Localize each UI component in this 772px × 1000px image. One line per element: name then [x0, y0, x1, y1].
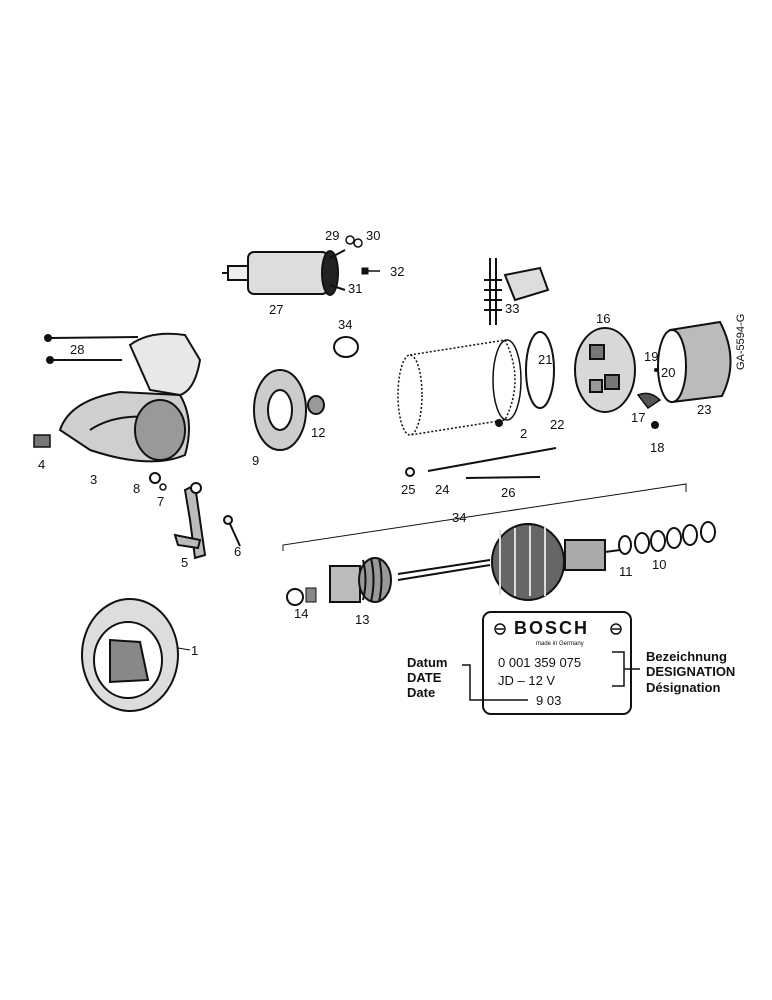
pivot-bolt — [223, 515, 241, 547]
rivet-icon — [610, 623, 622, 635]
washer-8 — [149, 472, 161, 484]
rivet-icon — [494, 623, 506, 635]
date-label-en: DATE — [407, 670, 442, 685]
end-cover — [657, 320, 732, 404]
designation-label-fr: Désignation — [646, 680, 720, 695]
label-5: 5 — [181, 555, 188, 570]
label-31: 31 — [348, 281, 362, 296]
date-label-fr: Date — [407, 685, 435, 700]
yoke-housing — [397, 339, 522, 436]
label-28: 28 — [70, 342, 84, 357]
label-27: 27 — [269, 302, 283, 317]
plate-brand: BOSCH — [514, 618, 589, 638]
label-17: 17 — [631, 410, 645, 425]
armature — [397, 523, 621, 601]
engaging-lever — [173, 482, 207, 560]
brush-springs — [484, 258, 550, 325]
label-12: 12 — [311, 425, 325, 440]
label-22: 22 — [550, 417, 564, 432]
brush-lead — [636, 392, 662, 410]
label-34-seal: 34 — [338, 317, 352, 332]
label-21: 21 — [538, 352, 552, 367]
rubber-seal — [333, 336, 359, 358]
washer-7 — [159, 483, 167, 491]
plate-date-code: 9 03 — [536, 693, 561, 708]
label-3: 3 — [90, 472, 97, 487]
insulating-plate — [525, 331, 555, 409]
designation-bracket — [612, 651, 640, 687]
pinion-drive — [329, 557, 392, 603]
label-24: 24 — [435, 482, 449, 497]
label-34-shims: 34 — [452, 510, 466, 525]
label-7: 7 — [157, 494, 164, 509]
label-25: 25 — [401, 482, 415, 497]
date-label-de: Datum — [407, 655, 447, 670]
label-10: 10 — [652, 557, 666, 572]
drive-end-housing — [58, 332, 202, 463]
date-labels: Datum DATE Date — [407, 655, 447, 700]
label-16: 16 — [596, 311, 610, 326]
designation-label-de: Bezeichnung — [646, 649, 727, 664]
label-1: 1 — [191, 643, 198, 658]
bearing-bushing — [307, 395, 325, 415]
through-bolts — [44, 334, 139, 364]
label-8: 8 — [133, 481, 140, 496]
shim-bracket — [282, 483, 687, 551]
shim-washers — [618, 521, 716, 555]
label-18: 18 — [650, 440, 664, 455]
designation-label-en: DESIGNATION — [646, 664, 735, 679]
label-13: 13 — [355, 612, 369, 627]
plate-part-number: 0 001 359 075 — [498, 655, 581, 670]
tie-rods — [405, 447, 557, 479]
assembled-starter-view — [81, 598, 191, 712]
washer-19 — [654, 368, 658, 372]
label-30: 30 — [366, 228, 380, 243]
plate-type-code: JD – 12 V — [498, 673, 555, 688]
intermediate-bearing — [253, 369, 307, 451]
label-11: 11 — [619, 564, 633, 579]
terminal-nut — [361, 267, 380, 275]
field-screw — [495, 419, 503, 427]
solenoid-switch — [222, 249, 346, 296]
label-2: 2 — [520, 426, 527, 441]
stop-ring — [305, 587, 317, 603]
designation-labels: Bezeichnung DESIGNATION Désignation — [646, 649, 735, 695]
label-33: 33 — [505, 301, 519, 316]
label-29: 29 — [325, 228, 339, 243]
label-23: 23 — [697, 402, 711, 417]
date-connector — [462, 664, 528, 701]
label-32: 32 — [390, 264, 404, 279]
plate-made-in: made in Germany — [536, 641, 584, 647]
label-4: 4 — [38, 457, 45, 472]
screw-18 — [651, 421, 659, 429]
brush-holder-plate — [574, 327, 636, 413]
label-6: 6 — [234, 544, 241, 559]
label-9: 9 — [252, 453, 259, 468]
label-19: 19 — [644, 349, 658, 364]
lock-ring — [286, 588, 304, 606]
label-26: 26 — [501, 485, 515, 500]
terminal-washers — [345, 235, 363, 248]
label-14: 14 — [294, 606, 308, 621]
drawing-code: GA-5594-G — [735, 314, 747, 370]
bosch-nameplate: BOSCH made in Germany 0 001 359 075 JD –… — [462, 611, 640, 715]
part-labels: 1 2 3 4 5 6 7 8 9 10 11 12 13 14 15 16 1… — [38, 228, 747, 658]
housing-bushing — [33, 434, 51, 448]
label-20: 20 — [661, 365, 675, 380]
